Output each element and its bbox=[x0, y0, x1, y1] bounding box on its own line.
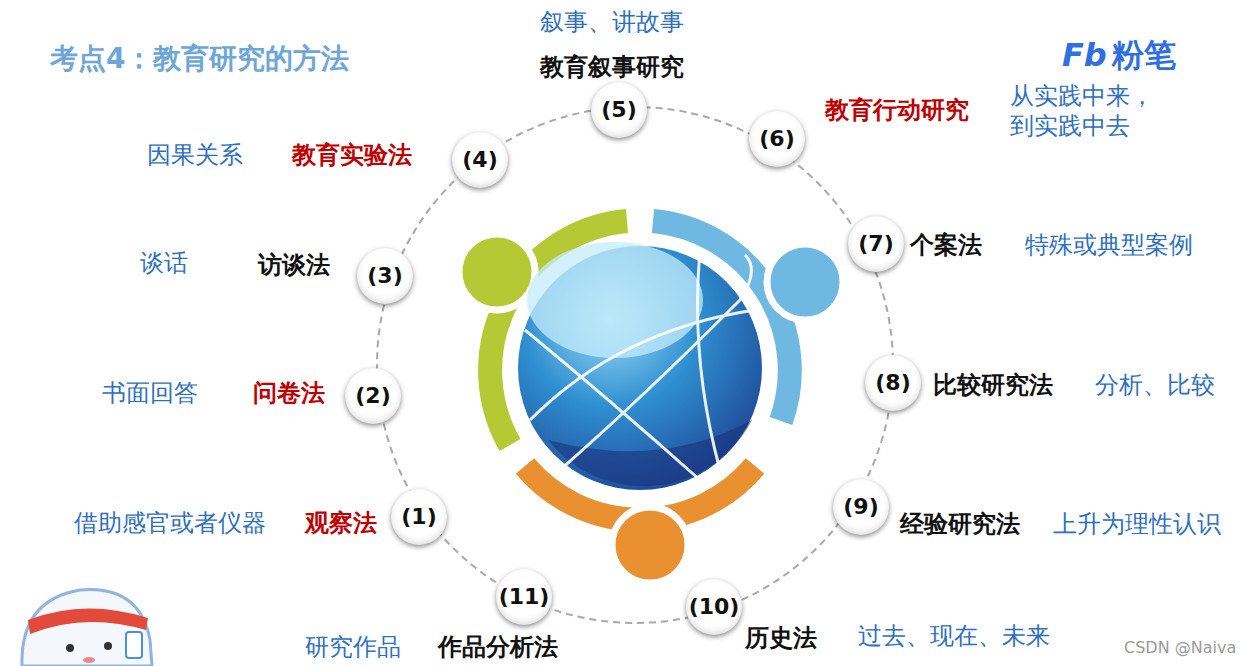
method-number-circle: (8)比较研究法分析、比较 bbox=[865, 355, 921, 411]
method-name: 比较研究法 bbox=[933, 371, 1053, 400]
callout-number: (1) bbox=[401, 504, 436, 530]
blue-dot bbox=[767, 244, 843, 320]
method-note: 谈话 bbox=[140, 249, 188, 278]
method-note: 过去、现在、未来 bbox=[858, 622, 1050, 651]
dashed-ring bbox=[377, 107, 893, 623]
method-name: 教育行动研究 bbox=[825, 96, 969, 125]
method-number-circle: (3)访谈法谈话 bbox=[357, 248, 413, 304]
callout-number: (3) bbox=[367, 263, 402, 289]
method-name: 作品分析法 bbox=[438, 633, 558, 662]
method-note: 叙事、讲故事 bbox=[540, 8, 684, 37]
logo-mark: Fb bbox=[1062, 36, 1107, 74]
green-dot bbox=[459, 234, 535, 310]
method-note: 从实践中来， 到实践中去 bbox=[1010, 81, 1160, 141]
method-name: 教育实验法 bbox=[292, 141, 412, 170]
method-number-circle: (2)问卷法书面回答 bbox=[345, 368, 401, 424]
globe-highlight bbox=[527, 242, 703, 358]
method-name: 经验研究法 bbox=[900, 510, 1020, 539]
callout-number: (6) bbox=[759, 126, 794, 152]
method-name: 教育叙事研究 bbox=[540, 53, 684, 82]
method-number-circle: (7)个案法特殊或典型案例 bbox=[848, 216, 904, 272]
callout-number: (4) bbox=[462, 147, 497, 173]
method-name: 历史法 bbox=[745, 624, 817, 653]
callout-number: (7) bbox=[858, 231, 893, 257]
callout-number: (10) bbox=[689, 594, 740, 620]
method-note: 特殊或典型案例 bbox=[1025, 231, 1193, 260]
callout-number: (8) bbox=[875, 370, 910, 396]
method-number-circle: (6)教育行动研究从实践中来， 到实践中去 bbox=[749, 111, 805, 167]
callout-number: (11) bbox=[499, 584, 550, 610]
method-number-circle: (1)观察法借助感官或者仪器 bbox=[391, 489, 447, 545]
method-number-circle: (11)作品分析法研究作品 bbox=[496, 569, 552, 625]
watermark: CSDN @Naiva bbox=[1124, 638, 1236, 657]
method-note: 书面回答 bbox=[102, 379, 198, 408]
method-note: 分析、比较 bbox=[1095, 371, 1215, 400]
callout-number: (9) bbox=[843, 494, 878, 520]
page-title: 考点4：教育研究的方法 bbox=[50, 40, 349, 78]
method-note: 借助感官或者仪器 bbox=[74, 509, 266, 538]
method-number-circle: (9)经验研究法上升为理性认识 bbox=[833, 479, 889, 535]
method-name: 问卷法 bbox=[253, 379, 325, 408]
method-number-circle: (5)教育叙事研究叙事、讲故事 bbox=[591, 82, 647, 138]
globe-lines bbox=[525, 250, 755, 480]
method-name: 访谈法 bbox=[258, 251, 330, 280]
method-note: 研究作品 bbox=[305, 633, 401, 662]
callout-number: (2) bbox=[355, 383, 390, 409]
method-number-circle: (10)历史法过去、现在、未来 bbox=[686, 579, 742, 635]
method-name: 观察法 bbox=[305, 509, 377, 538]
method-note: 因果关系 bbox=[147, 141, 243, 170]
method-name: 个案法 bbox=[910, 231, 982, 260]
logo-text: 粉笔 bbox=[1112, 34, 1176, 78]
method-number-circle: (4)教育实验法因果关系 bbox=[452, 132, 508, 188]
callout-number: (5) bbox=[601, 97, 636, 123]
method-note: 上升为理性认识 bbox=[1053, 510, 1221, 539]
orange-dot bbox=[612, 507, 688, 583]
mascot bbox=[22, 590, 152, 666]
